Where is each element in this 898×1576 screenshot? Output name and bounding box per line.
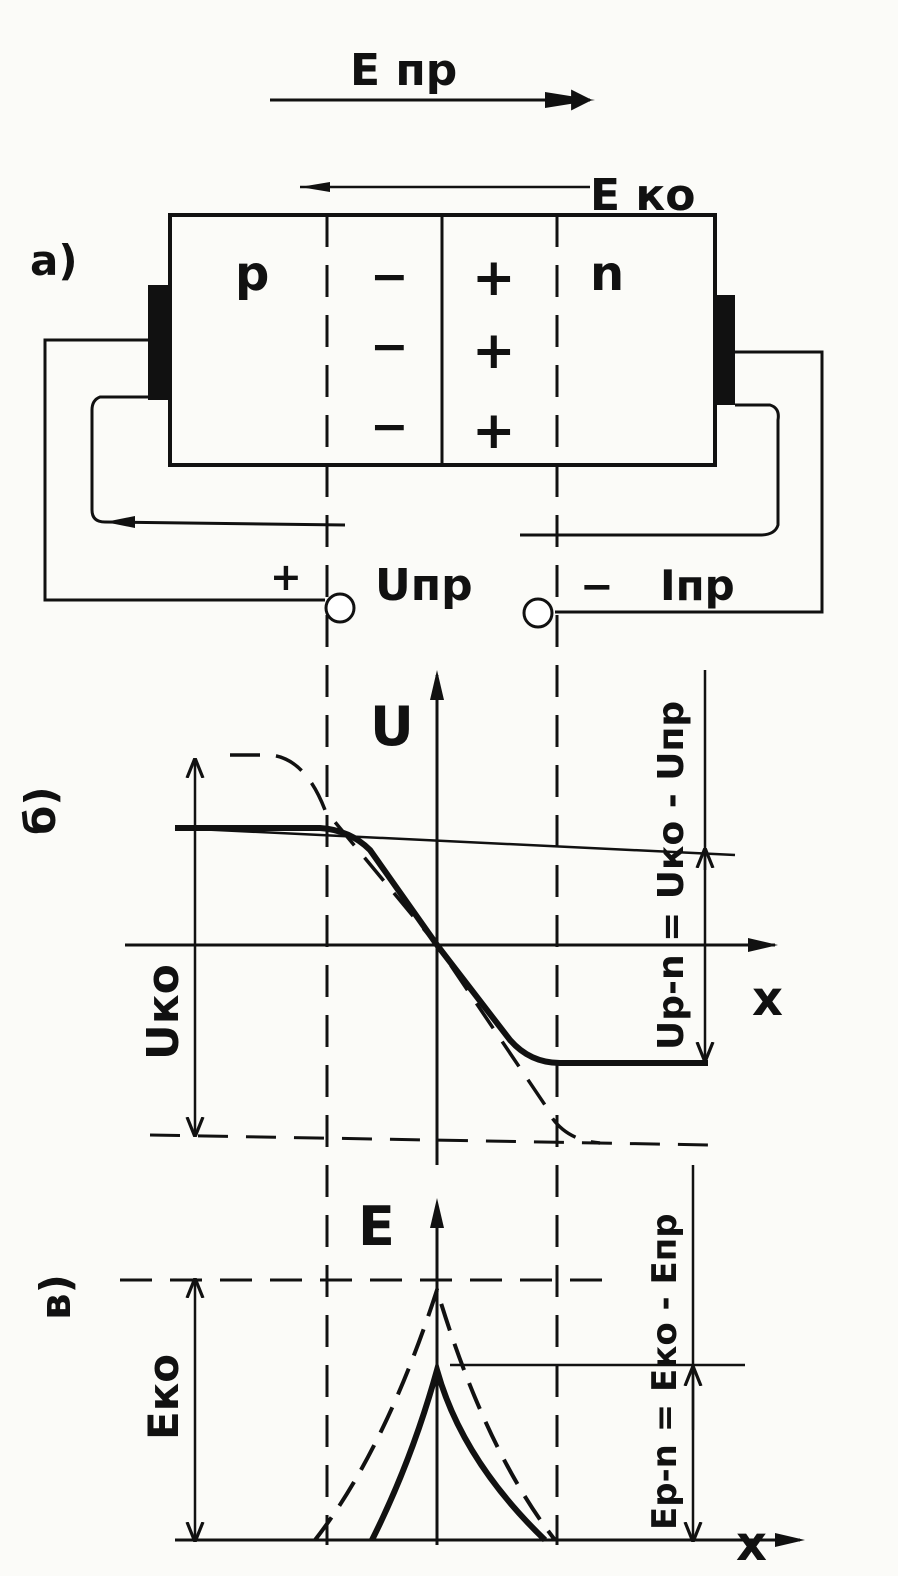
current-loop-left [90,395,346,527]
charge-plus: + [472,321,516,381]
e-x-axis-label: x [736,1516,767,1572]
voltage-label: Uпр [375,560,473,611]
outer-wire-left [43,338,325,602]
e-forward-arrow [270,89,595,111]
charge-plus: + [472,401,516,461]
charge-minus: − [370,249,409,303]
e-junction-formula: Ep-n = Eко - Eпр [645,1213,685,1530]
current-loop-right [520,403,780,537]
n-contact [713,295,735,405]
u-x-axis-label: x [752,971,783,1027]
e-curve-equilibrium [313,1283,557,1542]
u-axis-label: U [370,695,414,758]
u-level-contact [149,1133,711,1147]
terminal-plus [324,592,356,624]
panel-label-b: б) [16,786,65,835]
panel-label-v: в) [31,1274,80,1320]
u-contact-label: Uко [138,964,189,1060]
charge-minus: − [370,319,409,373]
e-curve-forward [369,1358,548,1543]
e-contact-label: E ко [590,170,695,221]
plus-terminal-label: + [270,555,302,599]
charge-plus: + [472,248,516,308]
current-label: Iпр [660,561,735,610]
panel-label-a: а) [30,236,78,285]
u-level-forward [174,826,736,857]
minus-terminal-label: − [580,564,614,610]
e-contact-label: Eко [139,1354,188,1440]
u-curve-equilibrium [230,753,601,1145]
u-curve-forward [175,825,708,1066]
charge-minus: − [370,399,409,453]
terminal-minus [522,597,554,629]
outer-wire-right [555,350,824,614]
region-n-label: n [590,246,624,302]
region-p-label: p [235,246,269,302]
p-contact [148,285,170,400]
e-contact-arrow [300,182,590,192]
u-junction-formula: Up-n = Uко - Uпр [651,701,692,1050]
e-axis-label: E [358,1195,395,1258]
e-forward-label: E пр [350,45,457,96]
